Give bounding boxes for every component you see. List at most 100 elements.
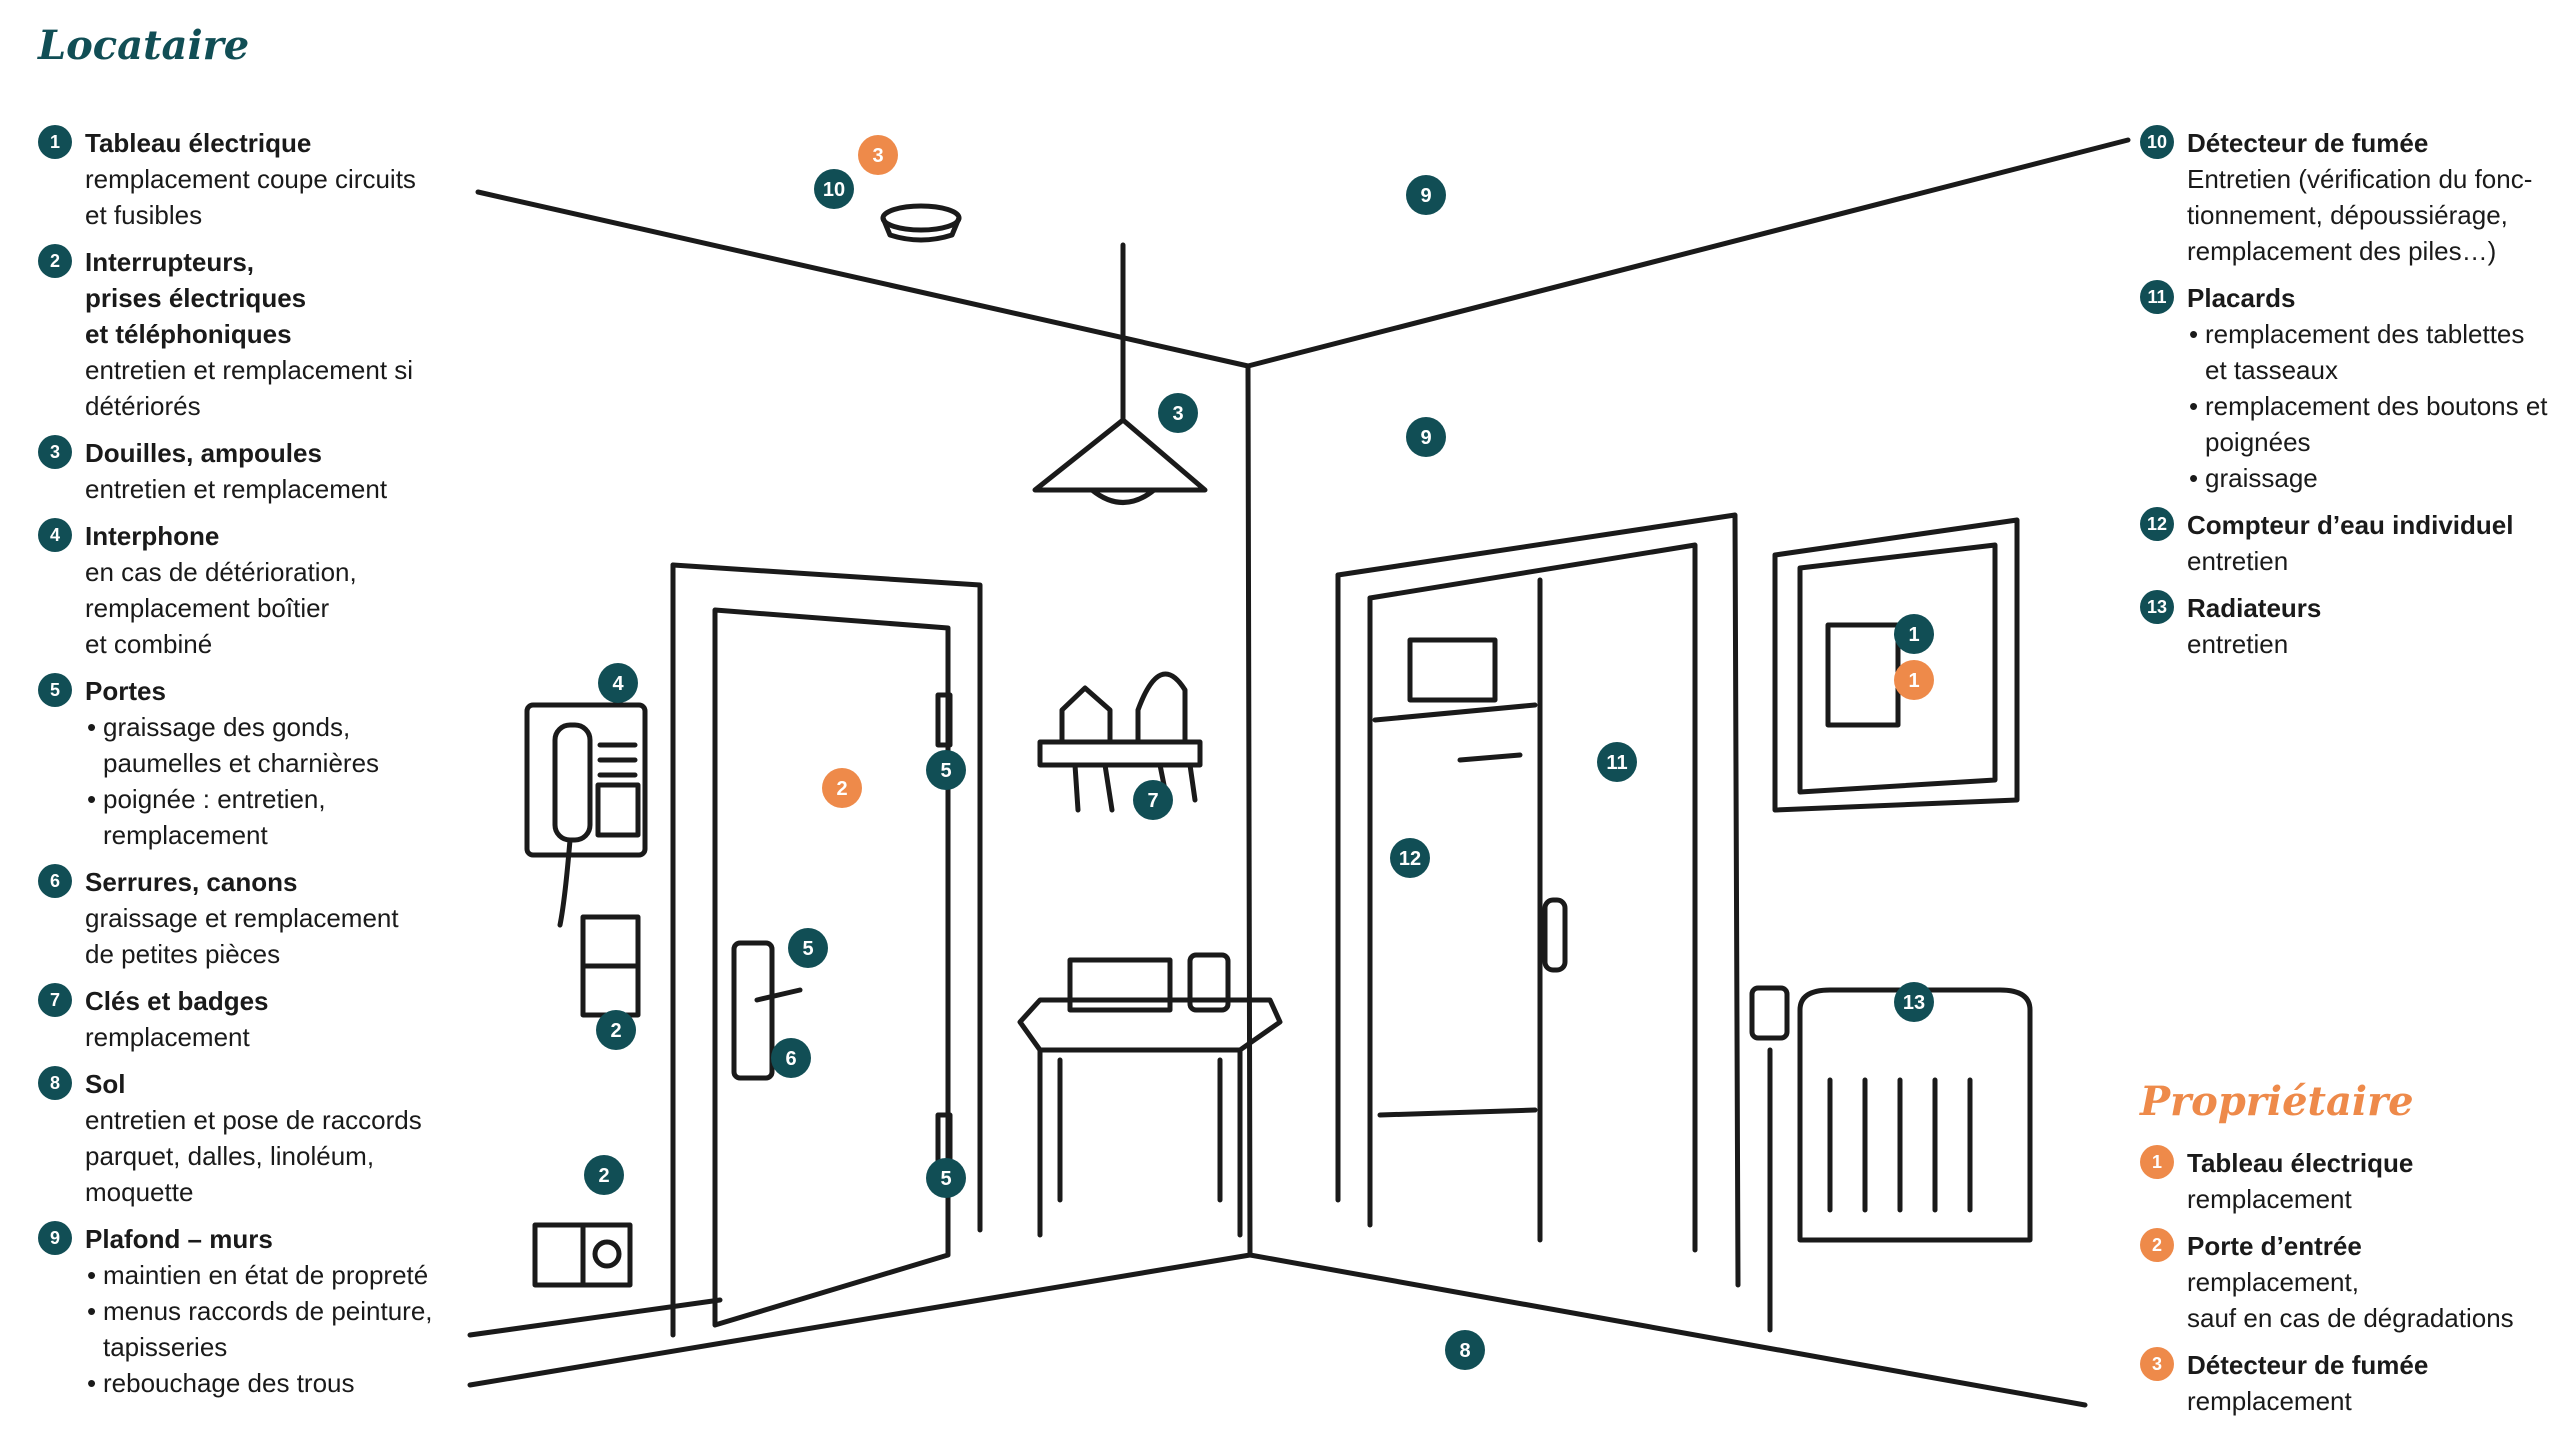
- marker-1-orange: 1: [1894, 660, 1934, 700]
- legend-badge: 2: [38, 244, 72, 278]
- marker-circle: [788, 928, 828, 968]
- marker-circle: [1133, 780, 1173, 820]
- marker-circle: [598, 663, 638, 703]
- legend-item-title: Tableau électrique: [2187, 1148, 2414, 1178]
- legend-item-4: 4 Interphone en cas de détérioration, re…: [38, 518, 448, 662]
- legend-item-11: 11 Placards remplacement des tablettes e…: [2140, 280, 2550, 496]
- marker-5-teal: 5: [788, 928, 828, 968]
- marker-label: 2: [598, 1165, 609, 1187]
- legend-badge: 9: [38, 1221, 72, 1255]
- marker-6-teal: 6: [771, 1038, 811, 1078]
- marker-9-teal: 9: [1406, 175, 1446, 215]
- marker-label: 5: [940, 1168, 951, 1190]
- legend-item-title: Interphone: [85, 521, 220, 551]
- ceiling-line-left: [475, 189, 1251, 369]
- marker-label: 12: [1399, 848, 1421, 870]
- locataire-legend-left: 1 Tableau électrique remplacement coupe …: [38, 125, 448, 1412]
- marker-circle: [1406, 175, 1446, 215]
- marker-10-teal: 10: [814, 169, 854, 209]
- marker-label: 9: [1420, 185, 1431, 207]
- marker-2-teal: 2: [596, 1010, 636, 1050]
- marker-label: 5: [940, 760, 951, 782]
- legend-badge: 2: [2140, 1228, 2174, 1262]
- marker-circle: [1390, 838, 1430, 878]
- marker-9-teal: 9: [1406, 417, 1446, 457]
- marker-12-teal: 12: [1390, 838, 1430, 878]
- marker-label: 4: [612, 673, 624, 695]
- legend-bullet: remplacement des boutons et poignées: [2187, 388, 2550, 460]
- legend-item-desc: remplacement coupe circuits et fusibles: [85, 164, 416, 230]
- marker-5-teal: 5: [926, 750, 966, 790]
- marker-1-teal: 1: [1894, 614, 1934, 654]
- legend-item-title: Interrupteurs, prises électriques et tél…: [85, 247, 307, 349]
- legend-item-title: Détecteur de fumée: [2187, 128, 2429, 158]
- marker-circle: [926, 750, 966, 790]
- legend-bullet: poignée : entretien, remplacement: [85, 781, 448, 853]
- marker-circle: [584, 1155, 624, 1195]
- marker-circle: [926, 1158, 966, 1198]
- legend-item-title: Clés et badges: [85, 986, 269, 1016]
- legend-item-title: Serrures, canons: [85, 867, 298, 897]
- locataire-title: Locataire: [38, 22, 250, 69]
- legend-badge: 1: [38, 125, 72, 159]
- legend-item-title: Placards: [2187, 283, 2296, 313]
- proprietaire-item-1: 1 Tableau électrique remplacement: [2140, 1145, 2550, 1217]
- smoke-detector-drawing: [880, 203, 962, 243]
- marker-8-teal: 8: [1445, 1330, 1485, 1370]
- marker-2-orange: 2: [822, 768, 862, 808]
- floor-line-left: [467, 1252, 1253, 1388]
- legend-item-6: 6 Serrures, canons graissage et remplace…: [38, 864, 448, 972]
- legend-bullet: remplacement des tablettes et tasseaux: [2187, 316, 2550, 388]
- legend-item-desc: entretien et pose de raccords parquet, d…: [85, 1105, 422, 1207]
- legend-badge: 4: [38, 518, 72, 552]
- legend-bullet-list: maintien en état de propreté menus racco…: [85, 1257, 448, 1401]
- legend-item-desc: entretien et remplacement: [85, 474, 388, 504]
- legend-item-desc: remplacement, sauf en cas de dégradation…: [2187, 1267, 2514, 1333]
- legend-item-desc: remplacement: [2187, 1184, 2352, 1214]
- pendant-lamp-drawing: [1032, 242, 1208, 505]
- legend-item-desc: en cas de détérioration, remplacement bo…: [85, 557, 357, 659]
- locataire-legend-right: 10 Détecteur de fumée Entretien (vérific…: [2140, 125, 2550, 673]
- marker-circle: [1894, 614, 1934, 654]
- proprietaire-item-3: 3 Détecteur de fumée remplacement: [2140, 1347, 2550, 1419]
- legend-item-title: Compteur d’eau individuel: [2187, 510, 2514, 540]
- legend-item-8: 8 Sol entretien et pose de raccords parq…: [38, 1066, 448, 1210]
- legend-item-title: Radiateurs: [2187, 593, 2322, 623]
- legend-item-12: 12 Compteur d’eau individuel entretien: [2140, 507, 2550, 579]
- marker-circle: [1406, 417, 1446, 457]
- legend-badge: 1: [2140, 1145, 2174, 1179]
- marker-13-teal: 13: [1894, 982, 1934, 1022]
- legend-bullet: maintien en état de propreté: [85, 1257, 448, 1293]
- marker-label: 5: [802, 938, 813, 960]
- marker-label: 6: [785, 1048, 796, 1070]
- marker-circle: [822, 768, 862, 808]
- marker-label: 2: [610, 1020, 621, 1042]
- legend-badge: 12: [2140, 507, 2174, 541]
- marker-circle: [1158, 393, 1198, 433]
- marker-3-teal: 3: [1158, 393, 1198, 433]
- legend-badge: 7: [38, 983, 72, 1017]
- side-table-drawing: [1017, 952, 1283, 1238]
- marker-circle: [771, 1038, 811, 1078]
- marker-circle: [1894, 660, 1934, 700]
- marker-circle: [1894, 982, 1934, 1022]
- legend-item-title: Portes: [85, 676, 166, 706]
- marker-4-teal: 4: [598, 663, 638, 703]
- legend-bullet: graissage des gonds, paumelles et charni…: [85, 709, 448, 781]
- legend-item-desc: remplacement: [2187, 1386, 2352, 1416]
- legend-item-title: Plafond – murs: [85, 1224, 273, 1254]
- legend-bullet: graissage: [2187, 460, 2550, 496]
- legend-item-desc: entretien: [2187, 629, 2289, 659]
- legend-item-3: 3 Douilles, ampoules entretien et rempla…: [38, 435, 448, 507]
- marker-3-orange: 3: [858, 135, 898, 175]
- legend-bullet-list: graissage des gonds, paumelles et charni…: [85, 709, 448, 853]
- legend-badge: 3: [2140, 1347, 2174, 1381]
- legend-item-title: Détecteur de fumée: [2187, 1350, 2429, 1380]
- legend-bullet-list: remplacement des tablettes et tasseaux r…: [2187, 316, 2550, 496]
- marker-label: 1: [1908, 670, 1919, 692]
- legend-item-desc: entretien: [2187, 546, 2289, 576]
- marker-2-teal: 2: [584, 1155, 624, 1195]
- marker-label: 3: [1172, 403, 1183, 425]
- legend-item-desc: entretien et remplacement si détériorés: [85, 355, 414, 421]
